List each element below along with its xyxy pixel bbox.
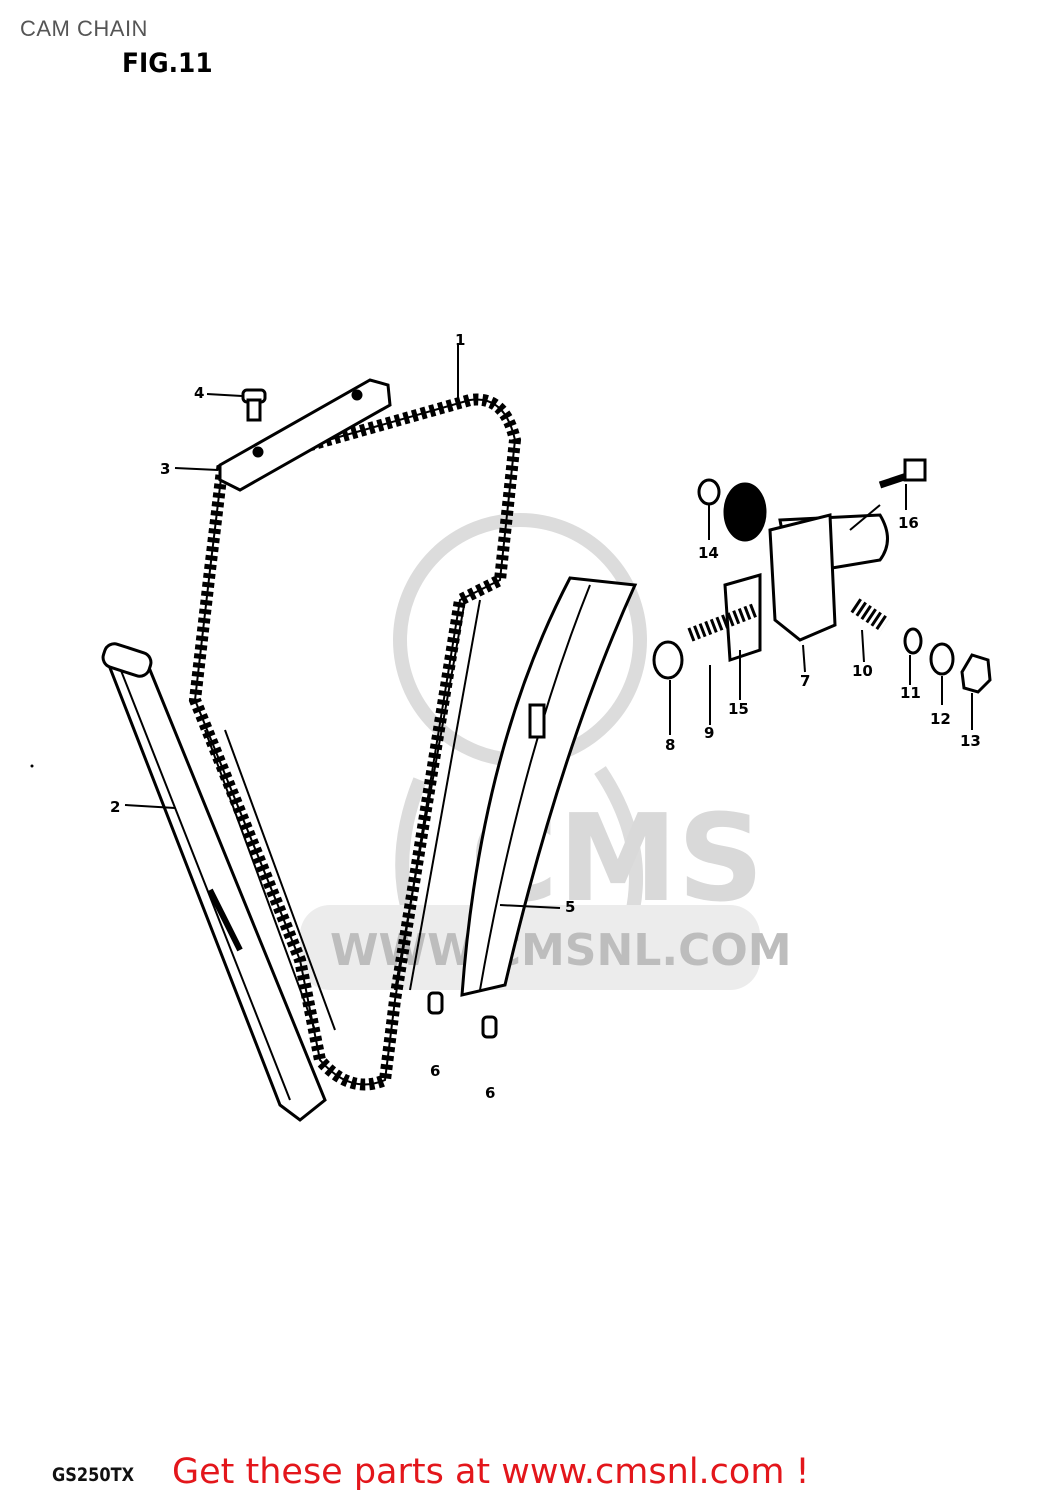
callout-15: 15 — [728, 700, 749, 718]
cta-link[interactable]: Get these parts at www.cmsnl.com ! — [172, 1452, 810, 1492]
callout-16: 16 — [898, 514, 919, 532]
callout-7: 7 — [800, 672, 810, 690]
top-chain-guide — [218, 378, 392, 492]
damper-rubber — [427, 991, 444, 1015]
leader-lines — [124, 345, 973, 909]
tensioner-assembly — [652, 458, 992, 694]
chain-tensioner-guide — [101, 642, 327, 1122]
figure-label: FIG.11 — [122, 48, 213, 79]
callout-10: 10 — [852, 662, 873, 680]
stray-dot — [30, 764, 34, 768]
callout-6b: 6 — [485, 1084, 495, 1102]
callout-8: 8 — [665, 736, 675, 754]
callout-9: 9 — [704, 724, 714, 742]
callout-3: 3 — [160, 460, 170, 478]
callout-12: 12 — [930, 710, 951, 728]
watermark — [300, 513, 760, 990]
cam-chain — [188, 393, 522, 1091]
damper-rubber — [481, 1015, 498, 1039]
callout-1: 1 — [455, 331, 465, 349]
callout-11: 11 — [900, 684, 921, 702]
page-title: CAM CHAIN — [20, 16, 148, 41]
guide-bolt — [241, 388, 267, 422]
callout-4: 4 — [194, 384, 204, 402]
callout-13: 13 — [960, 732, 981, 750]
callout-14: 14 — [698, 544, 719, 562]
chain-guide — [460, 576, 638, 997]
callout-6: 6 — [430, 1062, 440, 1080]
callout-2: 2 — [110, 798, 120, 816]
callout-5: 5 — [565, 898, 575, 916]
model-code: GS250TX — [52, 1464, 135, 1486]
